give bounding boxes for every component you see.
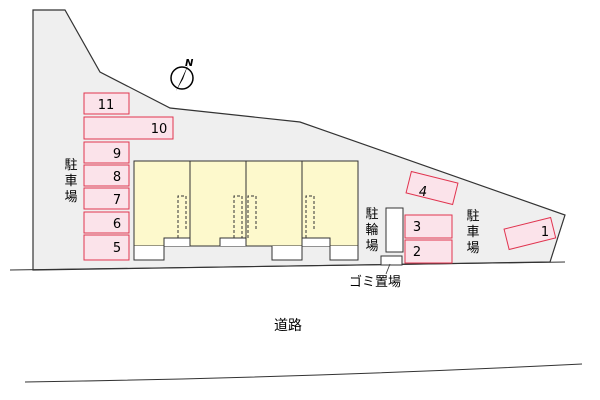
parking-slot-10 xyxy=(83,116,174,140)
building-unit-4 xyxy=(301,160,359,247)
slot-6-label: 6 xyxy=(113,217,121,232)
parking-label-left: 駐 車 場 xyxy=(64,158,77,205)
parking-slots-right xyxy=(404,170,557,264)
garbage-leader-line xyxy=(385,263,391,275)
slot-2-label: 2 xyxy=(413,245,421,260)
building-front-outline xyxy=(133,237,359,261)
building-unit-3 xyxy=(245,160,303,247)
compass: N xyxy=(170,58,194,91)
bicycle-parking-label: 駐 輪 場 xyxy=(365,207,378,254)
parking-slot-7 xyxy=(83,187,130,210)
slot-4-label: 4 xyxy=(419,185,427,200)
stairs-dashed xyxy=(177,195,315,238)
parking-slot-9 xyxy=(83,141,130,164)
parking-slot-6 xyxy=(83,211,130,234)
parking-slot-4 xyxy=(405,170,459,206)
bicycle-parking-label-char-3: 場 xyxy=(365,239,378,254)
garbage-area-label: ゴミ置場 xyxy=(349,274,401,290)
slot-9-label: 9 xyxy=(113,147,121,162)
slot-3-label: 3 xyxy=(413,220,421,235)
parking-slot-1 xyxy=(503,216,557,251)
slot-8-label: 8 xyxy=(113,170,121,185)
parking-slot-11 xyxy=(83,92,130,115)
slot-10-label: 10 xyxy=(151,122,168,137)
building-unit-1 xyxy=(133,160,191,247)
bicycle-parking-label-char-2: 輪 xyxy=(365,222,378,238)
parking-slot-2 xyxy=(404,239,453,264)
bicycle-parking-area xyxy=(385,207,404,253)
parking-label-right: 駐 車 場 xyxy=(466,209,479,256)
slot-5-label: 5 xyxy=(113,241,121,256)
compass-needle-icon xyxy=(176,65,188,91)
parking-label-right-char-3: 場 xyxy=(466,241,479,256)
building xyxy=(133,160,359,247)
slot-1-label: 1 xyxy=(541,225,549,240)
parking-label-right-char-2: 車 xyxy=(466,225,479,240)
road-edge-top xyxy=(9,261,566,271)
parking-label-left-char-2: 車 xyxy=(64,174,77,189)
building-unit-2 xyxy=(189,160,247,247)
compass-north-label: N xyxy=(185,58,194,69)
road-label: 道路 xyxy=(274,318,302,334)
parking-label-left-char-1: 駐 xyxy=(64,158,77,173)
parking-label-left-char-3: 場 xyxy=(64,190,77,205)
slot-7-label: 7 xyxy=(113,193,121,208)
parking-slot-3 xyxy=(404,214,453,239)
parking-slot-5 xyxy=(83,234,130,261)
parking-label-right-char-1: 駐 xyxy=(466,209,479,224)
parking-slot-8 xyxy=(83,164,130,187)
slot-11-label: 11 xyxy=(98,98,115,113)
garbage-area-box xyxy=(380,255,403,266)
road-edge-bottom xyxy=(24,363,583,383)
bicycle-parking-label-char-1: 駐 xyxy=(365,207,378,222)
parking-slots-left xyxy=(83,92,174,261)
